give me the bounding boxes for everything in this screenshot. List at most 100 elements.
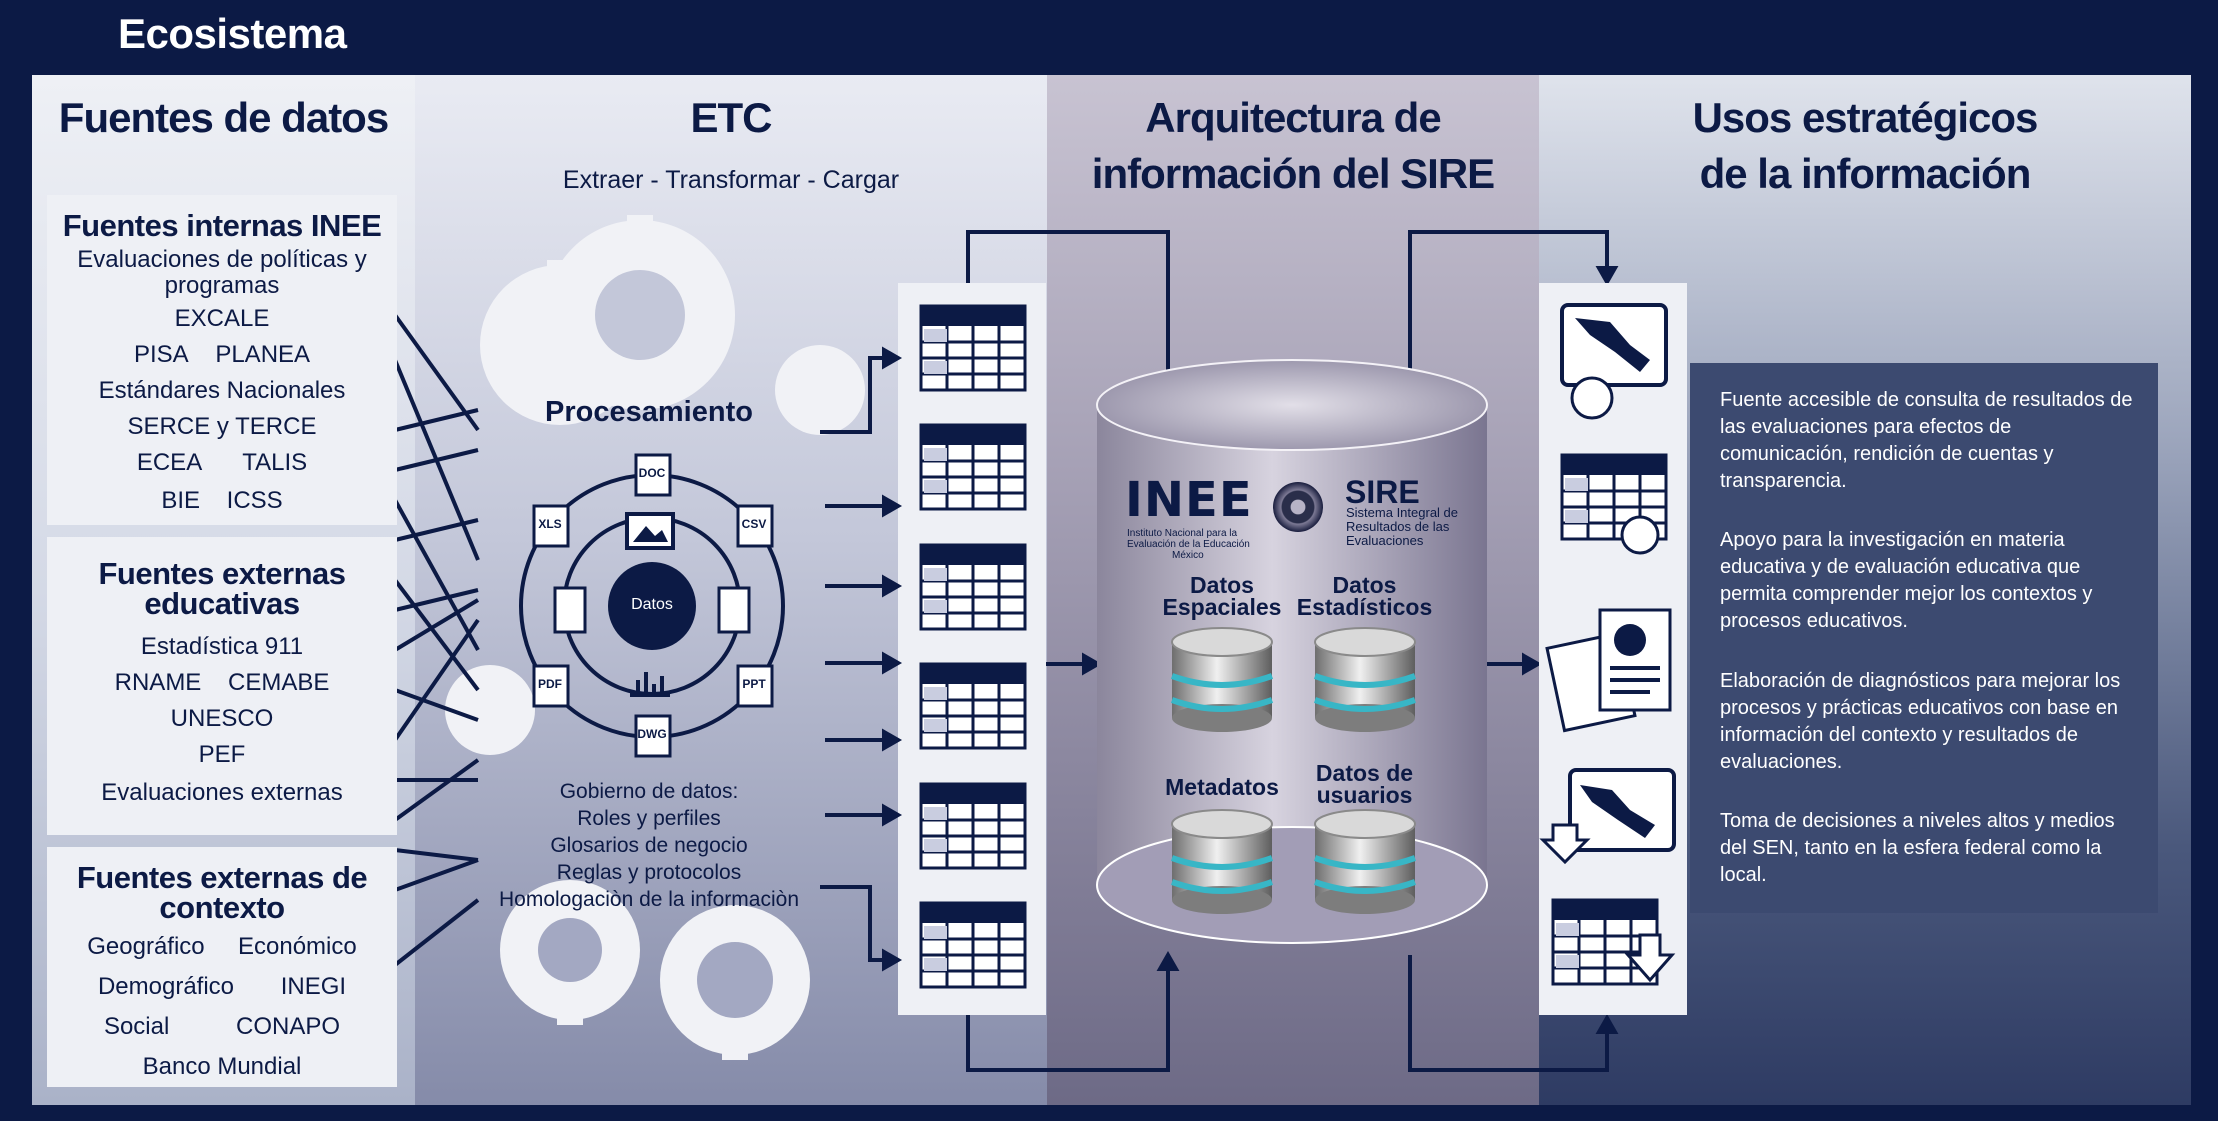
bar-chart-icon xyxy=(630,672,670,697)
external-edu-sources-box: Fuentes externas educativas Estadística … xyxy=(47,537,397,835)
internal-sources-title: Fuentes internas INEE xyxy=(62,208,382,243)
use-item: Toma de decisiones a niveles altos y med… xyxy=(1720,810,2115,886)
governance-item: Glosarios de negocio xyxy=(550,834,748,857)
source-item: Evaluaciones externas xyxy=(101,779,343,806)
source-item: Social xyxy=(103,1013,170,1040)
dwg-file-icon xyxy=(634,714,672,758)
csv-file-icon xyxy=(736,504,774,548)
source-item: TALIS xyxy=(242,449,308,476)
sire-logo: SIRE xyxy=(1345,474,1420,510)
db-label-line: Datos de xyxy=(1315,760,1414,786)
source-item: programas xyxy=(164,272,280,299)
governance-item: Reglas y protocolos xyxy=(556,861,742,884)
source-item: PISA xyxy=(133,341,189,368)
database-icon xyxy=(1315,628,1415,732)
processing-title: Procesamiento xyxy=(545,396,753,428)
source-item: Económico xyxy=(238,933,357,960)
db-label-users: Datos de usuarios xyxy=(1292,760,1437,808)
source-item: Demográfico xyxy=(97,973,235,1000)
sire-caption-line: Resultados de las xyxy=(1346,519,1450,534)
file-type-label: DWG xyxy=(637,727,667,741)
processing-box: Procesamiento xyxy=(473,352,825,962)
source-item: CONAPO xyxy=(236,1013,341,1040)
governance-item: Homologaciòn de la informaciòn xyxy=(499,888,799,911)
file-type-label: DOC xyxy=(638,466,666,480)
pdf-file-icon xyxy=(532,664,570,708)
file-type-label: XLS xyxy=(538,517,562,531)
use-item: Fuente accesible de consulta de resultad… xyxy=(1720,389,2133,492)
table-touch-icon xyxy=(1560,453,1668,555)
uses-title-line2: de la información xyxy=(1699,150,2032,197)
page-title: Ecosistema xyxy=(118,10,347,57)
source-item: PLANEA xyxy=(215,341,311,368)
processing-cycle xyxy=(519,453,785,758)
architecture-title-line2: información del SIRE xyxy=(1091,150,1495,197)
etc-title: ETC xyxy=(690,94,773,141)
xls-file-icon xyxy=(532,504,570,548)
data-center-label: Datos xyxy=(631,596,673,613)
etc-subtitle: Extraer - Transformar - Cargar xyxy=(562,166,900,194)
map-touch-icon xyxy=(1560,303,1668,420)
sire-logo-caption: Sistema Integral de Resultados de las Ev… xyxy=(1346,506,1458,548)
governance-item: Roles y perfiles xyxy=(577,807,721,830)
table-icon xyxy=(919,304,1027,392)
external-context-sources-box: Fuentes externas de contexto Geográfico … xyxy=(47,847,397,1087)
report-icon xyxy=(1545,608,1672,733)
table-download-icon xyxy=(1551,898,1676,986)
internal-sources-box: Fuentes internas INEE Evaluaciones de po… xyxy=(47,195,397,525)
external-edu-title-line2: educativas xyxy=(144,586,300,621)
sire-cylinder xyxy=(1096,359,1488,944)
database-icon xyxy=(1172,810,1272,914)
db-label-line: Estadísticos xyxy=(1296,594,1433,620)
table-icon xyxy=(919,662,1027,750)
db-label-spatial: Datos Espaciales xyxy=(1152,572,1292,620)
source-item: CEMABE xyxy=(227,669,330,696)
source-item: SERCE y TERCE xyxy=(127,413,317,440)
sire-logo-emblem xyxy=(1273,482,1323,532)
source-connectors xyxy=(393,313,480,967)
db-label-line: Metadatos xyxy=(1165,774,1279,800)
db-label-statistical: Datos Estadísticos xyxy=(1292,574,1437,620)
file-type-label: CSV xyxy=(741,517,767,531)
use-item: Apoyo para la investigación en materia e… xyxy=(1720,529,2093,632)
external-context-title-line2: contexto xyxy=(159,890,285,925)
architecture-title-line1: Arquitectura de xyxy=(1145,94,1441,141)
source-item: Evaluaciones de políticas y xyxy=(77,246,367,273)
inee-logo: INEE xyxy=(1125,472,1253,528)
file-type-label: PDF xyxy=(538,677,562,691)
sire-caption-line: Sistema Integral de xyxy=(1346,505,1459,520)
source-item: PEF xyxy=(198,741,246,768)
map-download-icon xyxy=(1539,768,1676,865)
sources-title: Fuentes de datos xyxy=(58,94,389,141)
table-icon xyxy=(919,901,1027,989)
source-item: Banco Mundial xyxy=(142,1053,302,1080)
db-label-line: Datos xyxy=(1190,572,1254,598)
source-item: Estadística 911 xyxy=(140,633,304,660)
source-item: EXCALE xyxy=(174,305,270,332)
source-item: BIE xyxy=(161,487,200,514)
sire-caption-line: Evaluaciones xyxy=(1346,533,1424,548)
table-icon xyxy=(919,782,1027,870)
source-item: INEGI xyxy=(280,973,347,1000)
source-item: ECEA xyxy=(136,449,203,476)
inee-caption-line: Evaluación de la Educación xyxy=(1127,539,1250,550)
file-type-label: PPT xyxy=(742,677,766,691)
etc-arrows xyxy=(820,230,1619,1072)
source-item: ICSS xyxy=(226,487,283,514)
spreadsheet-icon xyxy=(553,586,587,634)
tables-strip xyxy=(898,283,1046,1015)
inee-caption-line: México xyxy=(1172,550,1204,561)
source-item: RNAME xyxy=(114,669,202,696)
table-icon xyxy=(919,423,1027,511)
source-item: UNESCO xyxy=(170,705,274,732)
db-label-line: usuarios xyxy=(1316,782,1413,808)
source-item: Estándares Nacionales xyxy=(98,377,346,404)
external-context-title-line1: Fuentes externas de xyxy=(76,860,368,895)
db-label-line: Espaciales xyxy=(1162,594,1282,620)
uses-title-line1: Usos estratégicos xyxy=(1692,94,2039,141)
db-label-metadata: Metadatos xyxy=(1152,774,1292,800)
database-icon xyxy=(1315,810,1415,914)
uses-description-panel: Fuente accesible de consulta de resultad… xyxy=(1690,363,2158,913)
